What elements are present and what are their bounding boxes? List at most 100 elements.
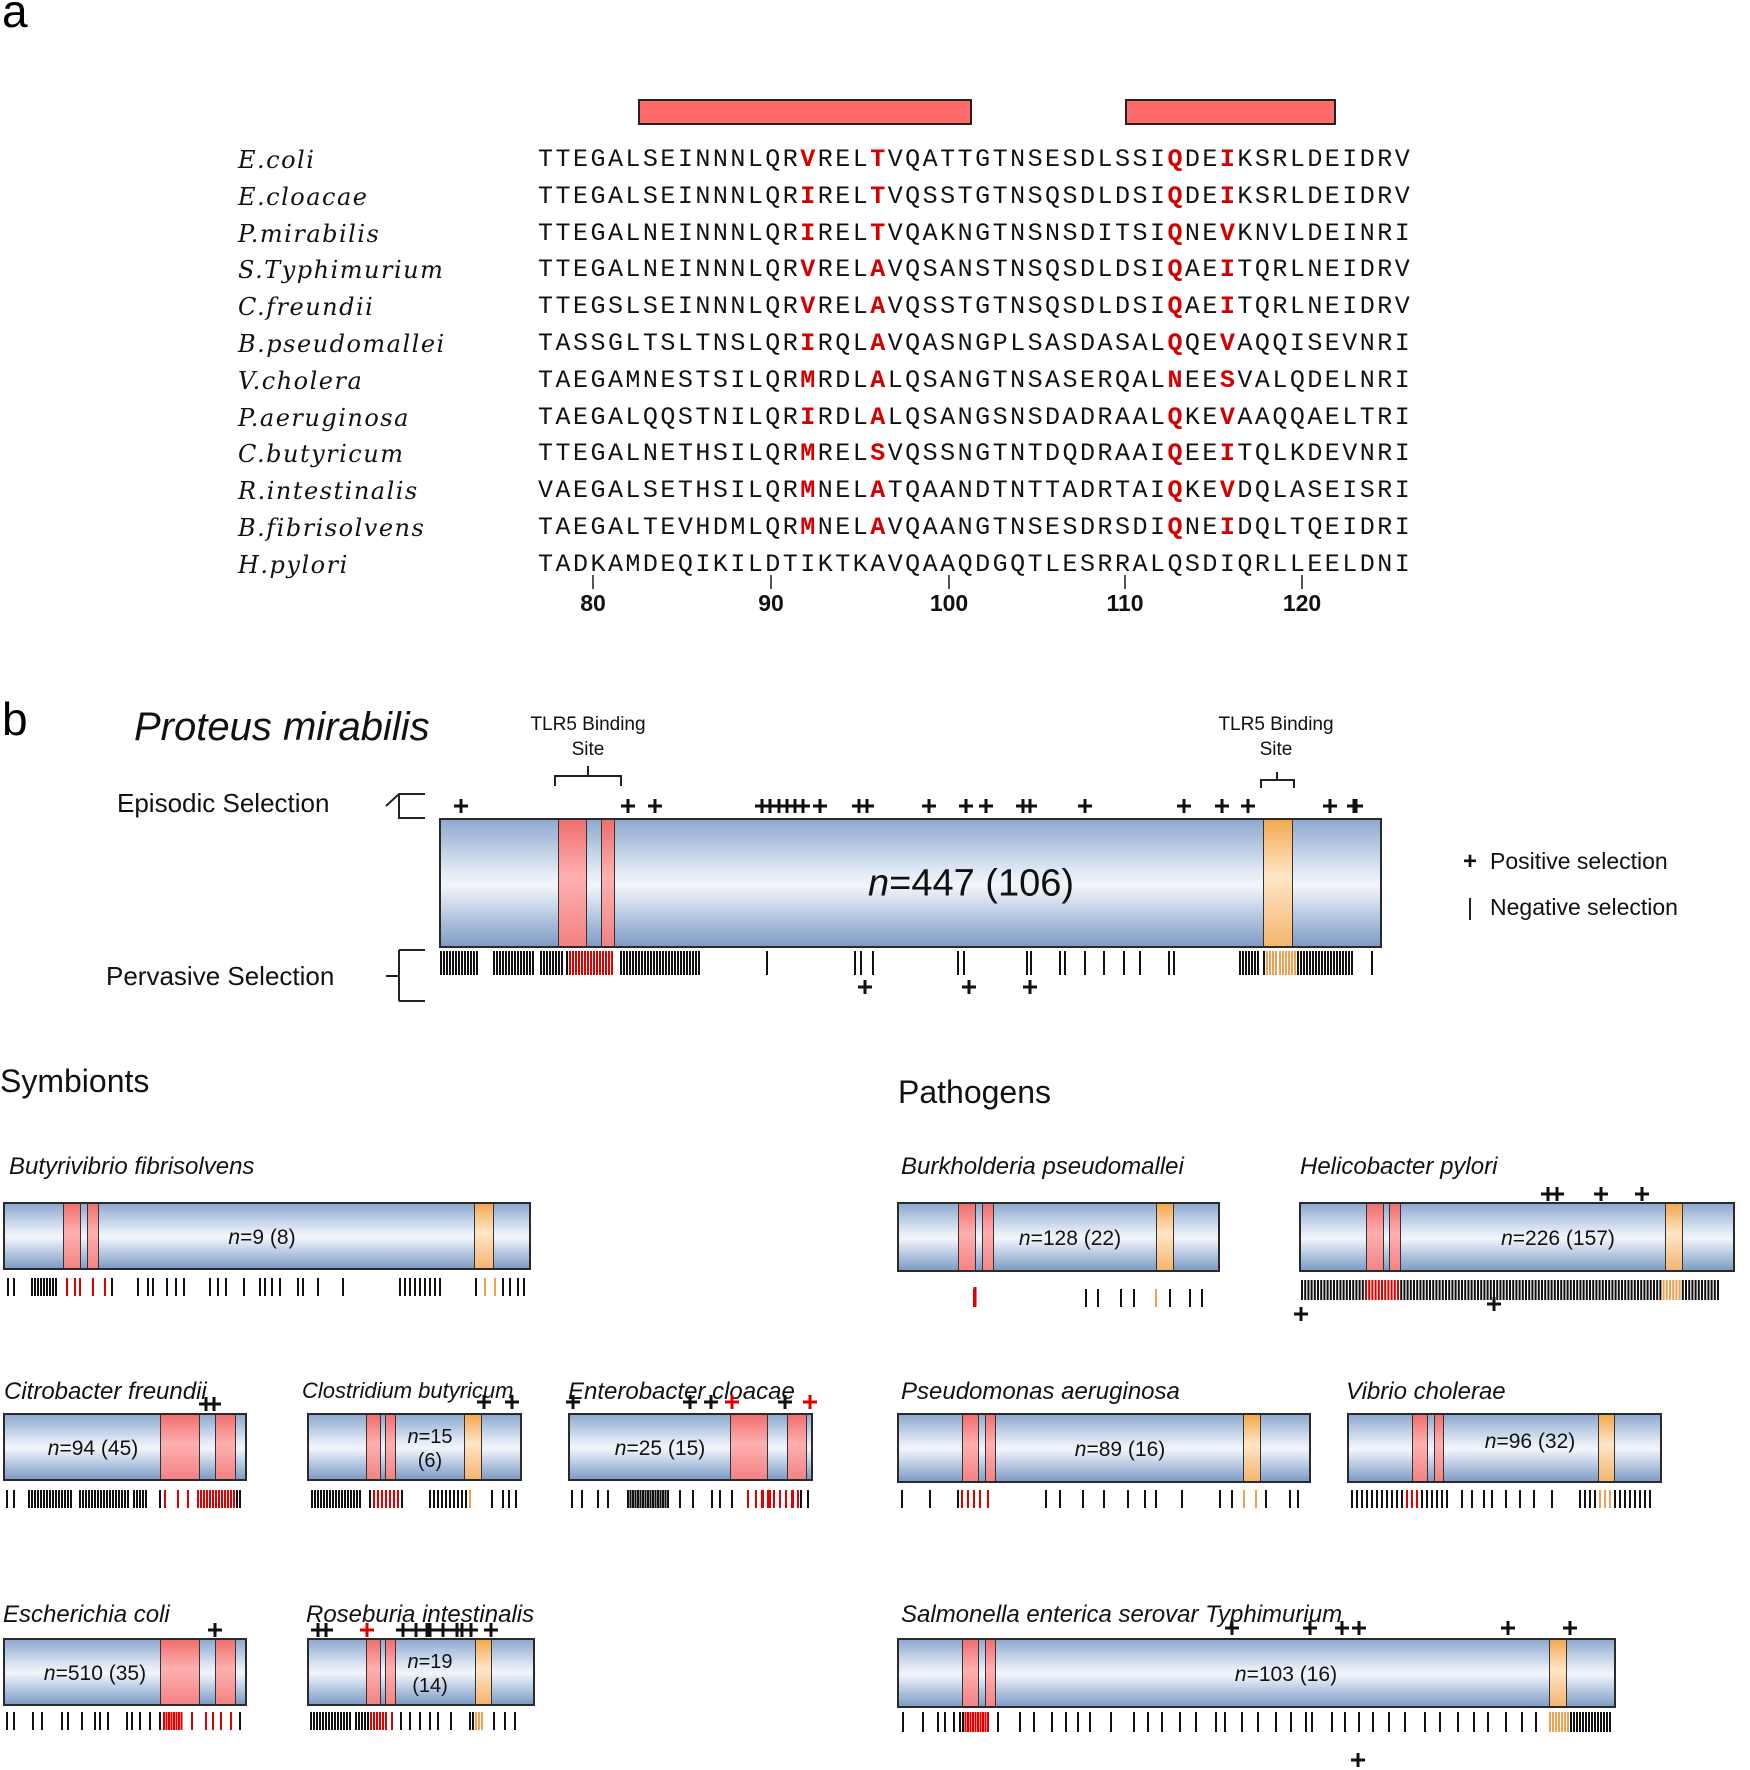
residue: L — [1149, 549, 1168, 579]
residue: T — [1045, 476, 1063, 506]
residue: D — [975, 549, 993, 579]
bar-salmonella: n=103 (16) — [897, 1638, 1616, 1708]
residue: E — [572, 255, 591, 285]
residue: S — [922, 292, 941, 322]
residue: V — [1394, 145, 1413, 174]
residue: E — [835, 513, 853, 542]
bar-burkholderia-n: n — [1018, 1227, 1031, 1250]
bar-pseudomonas-tlr5-b — [985, 1415, 996, 1481]
residue: N — [1010, 402, 1028, 432]
positive-selection-mark — [959, 799, 973, 813]
bar-clostridium-count-text2: (6) — [417, 1450, 443, 1472]
residue: A — [922, 218, 941, 248]
residue: V — [538, 476, 556, 506]
bar-vibrio-n: n — [1484, 1430, 1497, 1453]
residue: D — [1184, 145, 1203, 174]
residue: T — [1114, 218, 1133, 248]
residue: S — [1062, 218, 1081, 248]
bar-enterobacter: n=25 (15) — [568, 1413, 813, 1481]
bar-pseudomonas-count: n=89 (16) — [1075, 1438, 1166, 1462]
residue: I — [677, 145, 696, 174]
residue: L — [1289, 218, 1308, 248]
residue: G — [590, 181, 608, 211]
residue: Q — [1114, 365, 1133, 395]
highlighted-residue: I — [1219, 255, 1238, 285]
species-title-clostridium: Clostridium butyricum — [302, 1378, 514, 1403]
highlighted-residue: A — [870, 255, 888, 285]
residue: A — [1237, 402, 1255, 432]
pervasive-bracket — [386, 949, 425, 1002]
residue: T — [538, 255, 556, 285]
bar-burkholderia: n=128 (22) — [897, 1202, 1220, 1272]
bar-roseburia-count: n=19(14) — [407, 1650, 452, 1698]
residue: Q — [1272, 329, 1290, 358]
highlighted-residue: Q — [1167, 218, 1185, 248]
positive-selection-mark — [1215, 799, 1229, 813]
residue: N — [1010, 513, 1028, 542]
residue: M — [625, 549, 643, 579]
residue: R — [1272, 255, 1290, 285]
bar-butyrivibrio-count: n=9 (8) — [228, 1226, 295, 1250]
highlighted-residue: N — [1167, 365, 1185, 395]
positive-selection-mark — [1294, 1307, 1308, 1321]
residue: Q — [1045, 181, 1063, 211]
residue: D — [1080, 255, 1098, 285]
helix-marker-1 — [638, 99, 972, 125]
highlighted-residue: T — [870, 181, 888, 211]
residue: L — [625, 181, 643, 211]
residue: T — [992, 513, 1011, 542]
residue: Q — [1254, 292, 1273, 322]
residue: A — [1097, 329, 1115, 358]
residue: E — [1184, 365, 1203, 395]
residue: L — [1289, 255, 1308, 285]
residue: N — [957, 329, 976, 358]
residue: R — [1377, 292, 1395, 322]
axis-tick-100 — [948, 575, 950, 589]
residue: N — [712, 402, 731, 432]
residue: S — [712, 365, 731, 395]
highlighted-residue: A — [870, 329, 888, 358]
residue: G — [975, 439, 993, 469]
positive-selection-mark — [1177, 799, 1191, 813]
residue: E — [572, 292, 591, 322]
axis-tick-label-110: 110 — [1106, 590, 1144, 616]
residue: N — [695, 145, 713, 174]
residue: R — [1097, 439, 1115, 469]
residue: I — [1149, 439, 1168, 469]
residue: T — [538, 513, 556, 542]
residue: Q — [765, 402, 783, 432]
species-name-6: V.cholera — [238, 366, 364, 395]
bar-vibrio-count-text: =96 (32) — [1496, 1430, 1576, 1453]
residue: S — [642, 476, 661, 506]
positive-selection-mark — [621, 799, 635, 813]
axis-tick-90 — [770, 575, 772, 589]
sequence-row-7: TAEGALQQSTNILQRIRDLALQSANGSNSDADRAALQKEV… — [538, 403, 1412, 432]
residue: R — [817, 255, 836, 285]
residue: E — [1202, 218, 1220, 248]
residue: R — [817, 439, 836, 469]
bar-helicobacter-count-text: =226 (157) — [1512, 1227, 1615, 1250]
residue: I — [1394, 549, 1413, 579]
positive-selection-mark — [1550, 1187, 1564, 1201]
residue: Q — [765, 439, 783, 469]
residue: D — [1307, 181, 1325, 211]
residue: T — [538, 365, 556, 395]
positive-selection-mark-red — [360, 1623, 374, 1637]
residue: A — [940, 365, 958, 395]
residue: N — [730, 181, 748, 211]
positive-selection-mark — [477, 1395, 491, 1409]
residue: L — [625, 292, 643, 322]
residue: N — [712, 145, 731, 174]
bar-clostridium-n: n — [407, 1426, 419, 1448]
residue: T — [677, 439, 696, 469]
residue: N — [642, 365, 661, 395]
residue: A — [1132, 329, 1150, 358]
pm-tlr5-site-1b — [601, 820, 615, 946]
positive-selection-mark — [505, 1395, 519, 1409]
residue: N — [957, 365, 976, 395]
residue: L — [747, 439, 766, 469]
residue: E — [1045, 513, 1063, 542]
positive-selection-mark — [319, 1623, 333, 1637]
residue: N — [712, 181, 731, 211]
residue: T — [1237, 292, 1255, 322]
